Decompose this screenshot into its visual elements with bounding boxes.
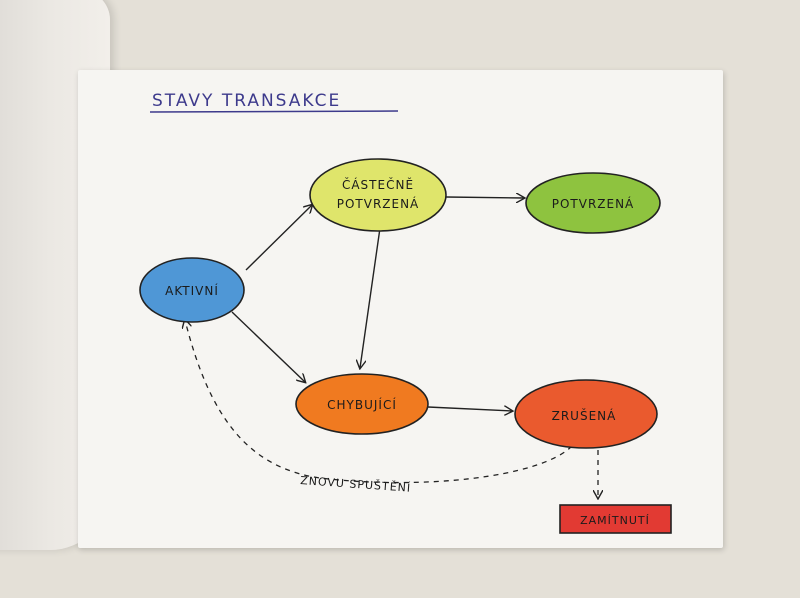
node-castecne-label-line2: POTVRZENÁ (337, 196, 420, 211)
node-potvrzena: POTVRZENÁ (525, 172, 661, 234)
edge-aktivni-to-castecne (245, 205, 312, 271)
node-castecne-potvrzena: ČÁSTEČNĚ POTVRZENÁ (309, 158, 447, 232)
node-zrusena-shape (514, 379, 658, 449)
node-castecne-label-line1: ČÁSTEČNĚ (342, 177, 414, 192)
node-aktivni-shape (139, 257, 245, 323)
node-zrusena: ZRUŠENÁ (514, 379, 658, 449)
edge-castecne-to-potvrzena (445, 197, 524, 198)
node-zamitnuti-label: ZAMÍTNUTÍ (580, 514, 650, 527)
node-aktivni: AKTIVNÍ (139, 257, 245, 323)
node-potvrzena-shape (525, 172, 661, 234)
title-underline (149, 110, 399, 113)
diagram-title: STAVY TRANSAKCE (152, 91, 341, 111)
edge-chybujici-to-zrusena (427, 407, 512, 411)
node-zamitnuti: ZAMÍTNUTÍ (559, 504, 672, 534)
edge-aktivni-to-chybujici (231, 311, 305, 382)
node-aktivni-label: AKTIVNÍ (165, 283, 219, 298)
node-castecne-shape (309, 158, 447, 232)
edge-castecne-to-chybujici (360, 227, 381, 368)
restart-edge-label: ZNOVU SPUŠTĚNÍ (300, 474, 412, 495)
node-chybujici-label: CHYBUJÍCÍ (327, 397, 397, 412)
node-potvrzena-label: POTVRZENÁ (552, 196, 635, 211)
node-chybujici-shape (295, 373, 429, 435)
node-zrusena-label: ZRUŠENÁ (552, 408, 617, 423)
node-zamitnuti-shape (559, 504, 672, 534)
node-chybujici: CHYBUJÍCÍ (295, 373, 429, 435)
